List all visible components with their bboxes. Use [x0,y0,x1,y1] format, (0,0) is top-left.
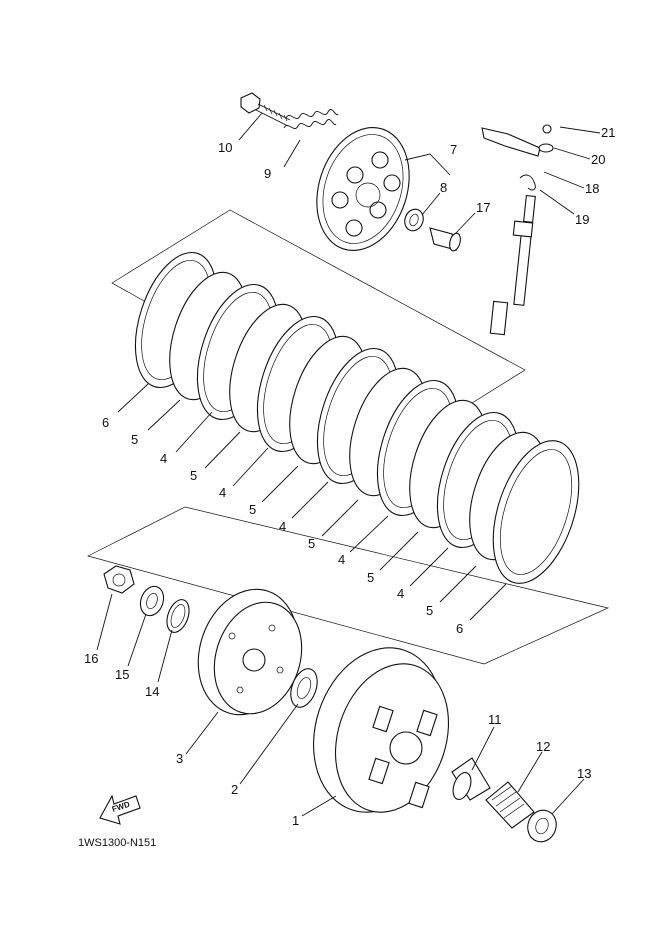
callout-17: 17 [476,200,490,215]
callout-14: 14 [145,684,159,699]
clutch-boss-part [197,588,303,716]
callout-19: 19 [575,212,589,227]
callout-15: 15 [115,667,129,682]
callout-4-e: 4 [397,586,404,601]
callout-5-c: 5 [249,502,256,517]
callout-7: 7 [450,142,457,157]
washer-15-part [139,585,165,617]
callout-5-a: 5 [131,432,138,447]
callout-4-c: 4 [279,519,286,534]
nut-part [103,565,135,594]
needle-bearing-part [485,781,535,829]
callout-11: 11 [488,712,502,727]
callout-4-b: 4 [219,485,226,500]
bolt-part [240,92,291,127]
callout-4-a: 4 [160,451,167,466]
callout-5-f: 5 [426,603,433,618]
callout-18: 18 [585,181,599,196]
callout-5-b: 5 [190,468,197,483]
callout-5-e: 5 [367,570,374,585]
push-rod-part [429,227,461,252]
spacer-part [451,757,491,801]
washer-14-part [166,599,190,633]
callout-6-bottom: 6 [456,621,463,636]
callout-1: 1 [292,813,299,828]
callout-3: 3 [176,751,183,766]
callout-10: 10 [218,140,232,155]
callout-20: 20 [591,152,605,167]
callout-12: 12 [536,739,550,754]
callout-8: 8 [440,180,447,195]
lever-assembly-part [481,124,554,336]
callout-21: 21 [601,125,615,140]
callout-9: 9 [264,166,271,181]
callout-4-d: 4 [338,552,345,567]
bearing-part [404,208,424,232]
clutch-housing-part [313,647,450,813]
pressure-plate-part [316,127,410,251]
callout-labels: 10 9 7 8 17 21 20 18 19 6 5 4 5 4 5 4 5 … [84,125,615,828]
callout-5-d: 5 [308,536,315,551]
thrust-washer-part [290,668,318,708]
washer-13-part [527,809,557,843]
spring-part [283,109,339,129]
fwd-arrow-icon: FWD [99,794,141,825]
friction-plate-stack [134,251,580,584]
drawing-code: 1WS1300-N151 [78,837,156,849]
callout-6-top: 6 [102,415,109,430]
callout-16: 16 [84,651,98,666]
callout-2: 2 [231,782,238,797]
callout-13: 13 [577,766,591,781]
